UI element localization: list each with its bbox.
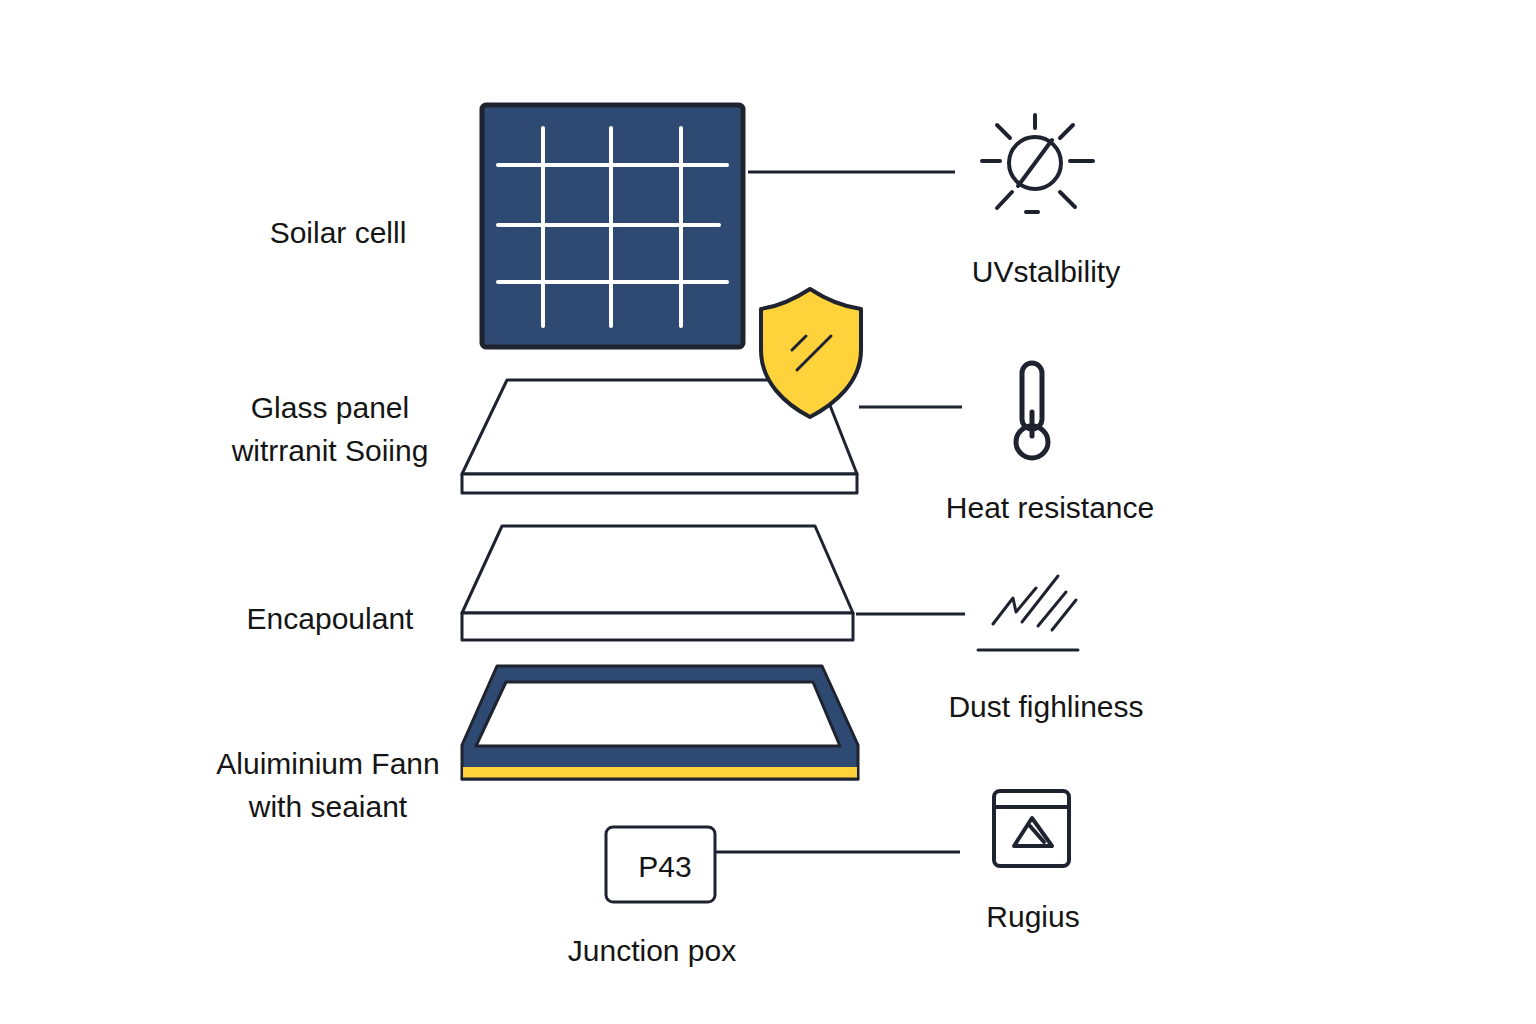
part-label: Dust fighliness xyxy=(948,685,1143,728)
part-label: Junction pox xyxy=(568,929,736,972)
part-label: Glass panel witrranit Soiing xyxy=(210,386,450,472)
uv-icon-shape xyxy=(955,110,1105,220)
solar-cell-shape xyxy=(478,101,748,351)
glass-panel-shape xyxy=(460,378,859,495)
encapsulant-shape xyxy=(460,524,856,642)
aluminium-frame-shape xyxy=(458,663,862,783)
leader-line xyxy=(716,851,960,854)
encapsulant: Encapoulant xyxy=(460,524,856,642)
dust-icon: Dust fighliness xyxy=(965,570,1090,655)
junction-box: P43Junction pox xyxy=(605,826,716,903)
glass-panel: Glass panel witrranit Soiing xyxy=(460,378,859,495)
leader-line xyxy=(859,406,962,409)
rugged-icon-shape xyxy=(960,786,1100,870)
part-label: Rugius xyxy=(986,895,1079,938)
part-label: UVstalbility xyxy=(972,250,1120,293)
uv-icon: UVstalbility xyxy=(955,110,1105,220)
aluminium-frame: Aluiminium Fann with seaiant xyxy=(458,663,862,783)
leader-line xyxy=(748,171,955,174)
part-label: Heat resistance xyxy=(946,486,1154,529)
heat-icon-shape xyxy=(962,358,1102,468)
heat-icon: Heat resistance xyxy=(962,358,1102,468)
leader-line xyxy=(856,613,965,616)
rugged-icon: Rugius xyxy=(960,786,1100,870)
solar-cell: Soilar celll xyxy=(478,101,748,351)
part-label: Soilar celll xyxy=(270,211,407,254)
box-code: P43 xyxy=(638,845,691,888)
dust-icon-shape xyxy=(965,570,1090,655)
part-label: Aluiminium Fann with seaiant xyxy=(198,742,458,828)
part-label: Encapoulant xyxy=(247,597,414,640)
